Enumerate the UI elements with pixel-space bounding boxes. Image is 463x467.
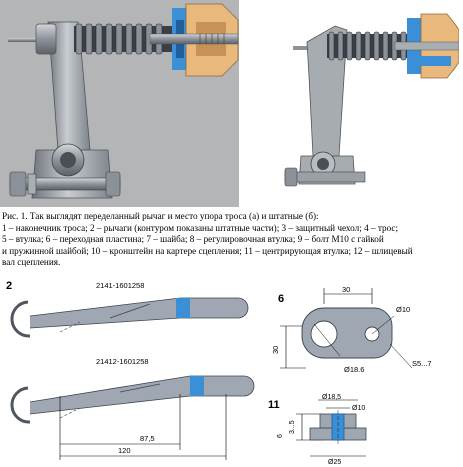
caption-line: вал сцепления. [2, 257, 61, 268]
standard-lever-render [284, 13, 459, 187]
cable-end-fitting [35, 23, 57, 55]
large-hole [310, 320, 338, 348]
lever-clamp [9, 143, 121, 199]
caption-line: Рис. 1. Так выглядят переделанный рычаг … [2, 211, 319, 221]
lever-top [10, 297, 249, 338]
part-number-bottom: 21412-1601258 [96, 357, 149, 366]
sleeve-section [309, 410, 367, 446]
dimension-lines [59, 394, 227, 460]
dimension-height-a: 6 [277, 434, 284, 438]
dimension-height-b: 3...5 [289, 420, 296, 434]
figure-caption: Рис. 1. Так выглядят переделанный рычаг … [2, 211, 460, 269]
bracket-section [394, 13, 459, 79]
figure-number: 11 [268, 399, 280, 411]
chamfer-label: S5...7 [412, 359, 432, 368]
modified-lever-render [0, 0, 239, 207]
dimension-87-5: 87,5 [140, 434, 155, 443]
top-diameter: Ø18,5 [322, 394, 341, 401]
flange-diameter: Ø25 [328, 459, 341, 466]
figure-number: 6 [278, 293, 284, 305]
dimension-height: 30 [271, 346, 280, 354]
cable-tip-rod [293, 46, 313, 50]
large-hole-diameter: Ø18.6 [344, 365, 364, 374]
caption-line: 5 – втулка; 6 – переходная пластина; 7 –… [2, 234, 384, 245]
bracket-section [149, 3, 239, 77]
caption-line: 1 – наконечник троса; 2 – рычаги (контур… [2, 222, 399, 233]
centering-sleeve-drawing-11: 11 6 3...5 Ø18,5 Ø10 Ø25 [268, 394, 367, 466]
cable-tip-rod [8, 38, 48, 42]
dimension-120: 120 [118, 446, 131, 455]
dimension-width: 30 [342, 285, 350, 294]
bore-diameter: Ø10 [352, 405, 365, 412]
part-number-top: 2141-1601258 [96, 281, 144, 290]
dimension-lines [280, 288, 373, 369]
lever-drawing-2: 2 2141-1601258 21412-1601258 87,5 [6, 280, 255, 460]
lever-clamp [284, 151, 366, 187]
figure-number: 2 [6, 280, 12, 292]
adapter-plate-drawing-6: 6 30 30 Ø10 Ø18.6 S5...7 [271, 285, 432, 374]
caption-line: и пружинной шайбой; 10 – кронштейн на ка… [2, 245, 413, 256]
lever-bottom [10, 375, 255, 424]
small-hole-diameter: Ø10 [396, 305, 410, 314]
